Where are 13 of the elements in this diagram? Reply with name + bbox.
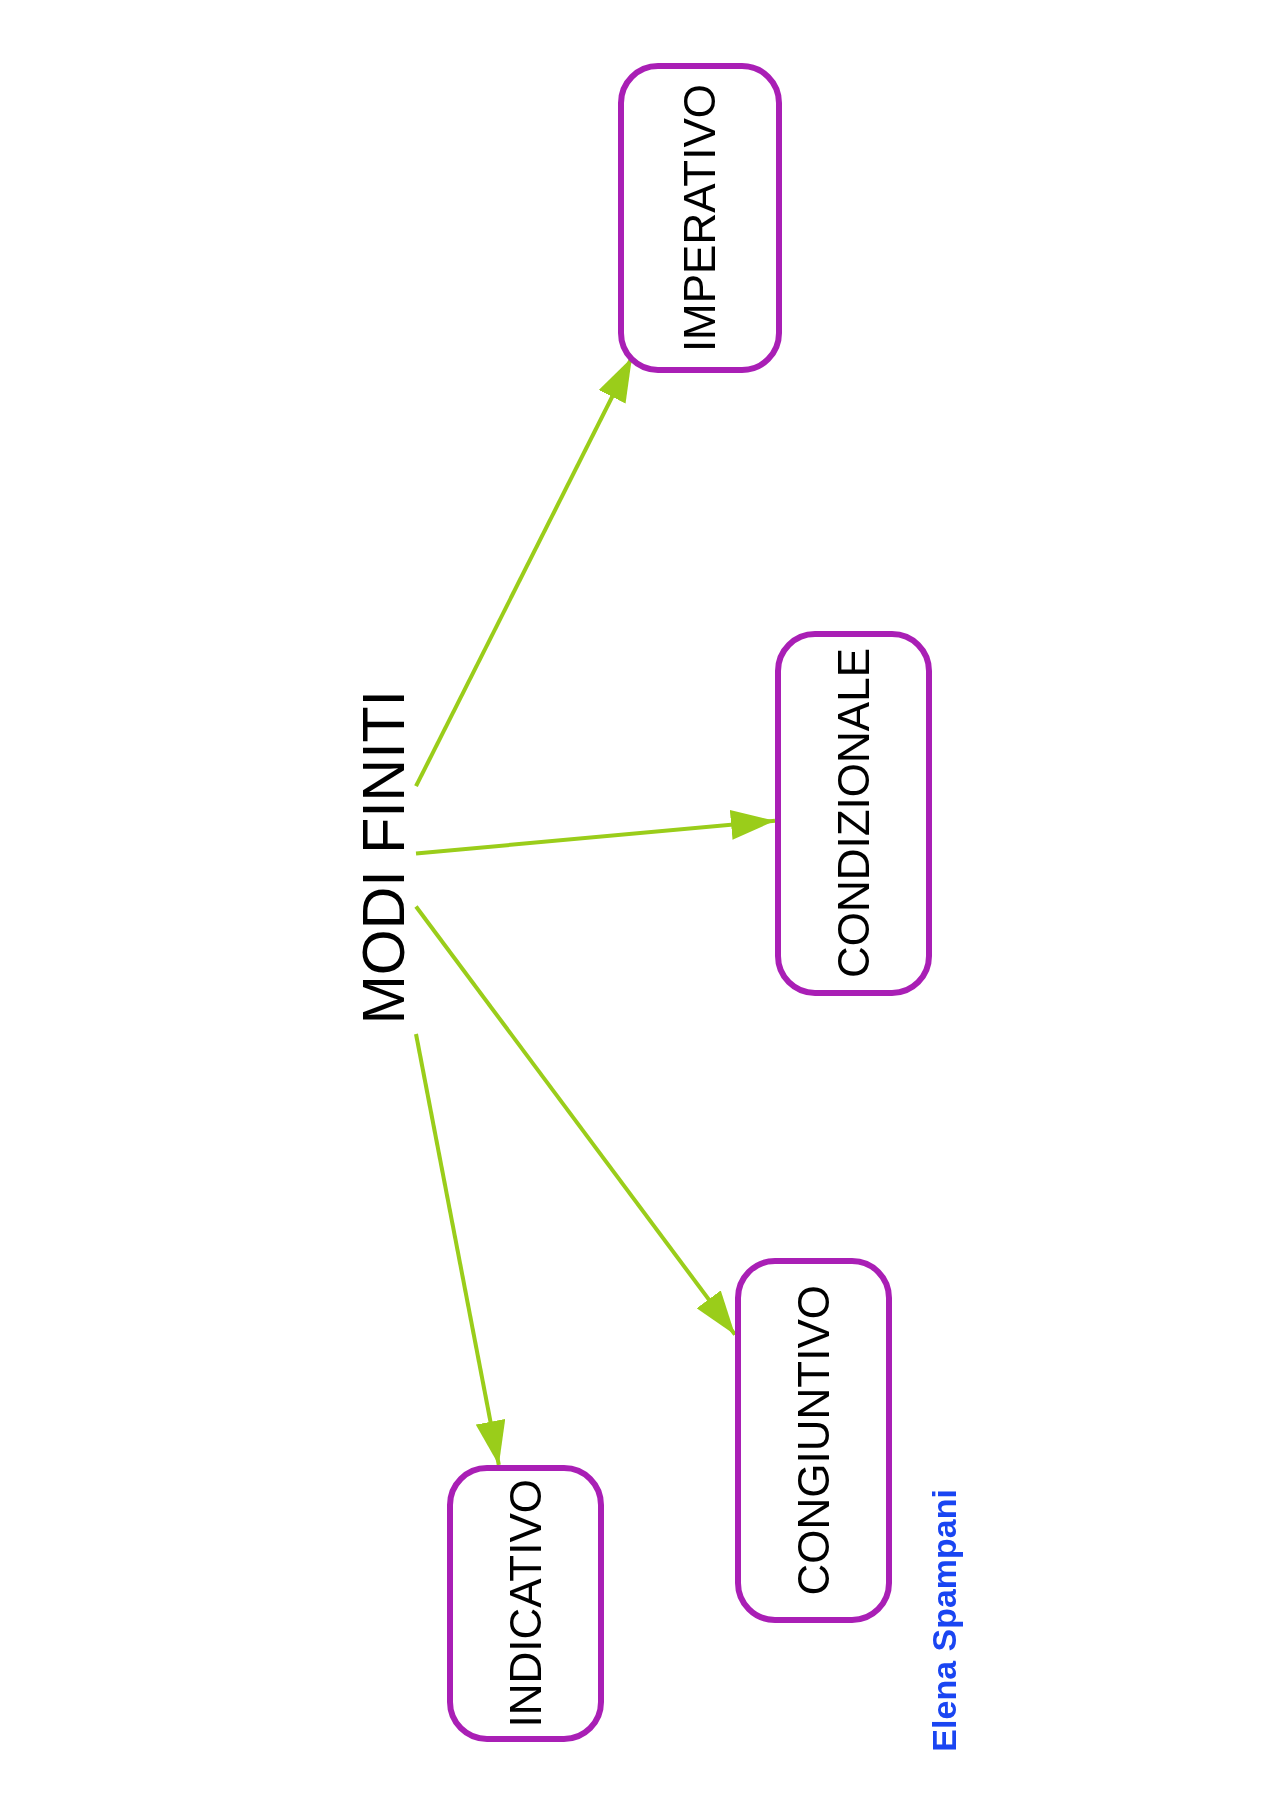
rounded-box: [775, 631, 932, 996]
arrow: [414, 1033, 506, 1466]
rounded-box: [618, 63, 782, 373]
rounded-box: [735, 1258, 892, 1623]
author-name: Elena Spampani: [927, 1488, 961, 1752]
arrow: [414, 905, 737, 1336]
topic-text: MODI FINITI: [354, 689, 414, 1025]
rounded-box: [447, 1465, 604, 1742]
box-label: CONGIUNTIVO: [791, 1285, 836, 1596]
box-label: CONDIZIONALE: [831, 648, 876, 979]
arrow: [415, 809, 776, 856]
box-label: INDICATIVO: [503, 1479, 548, 1728]
box-label: IMPERATIVO: [678, 83, 722, 353]
